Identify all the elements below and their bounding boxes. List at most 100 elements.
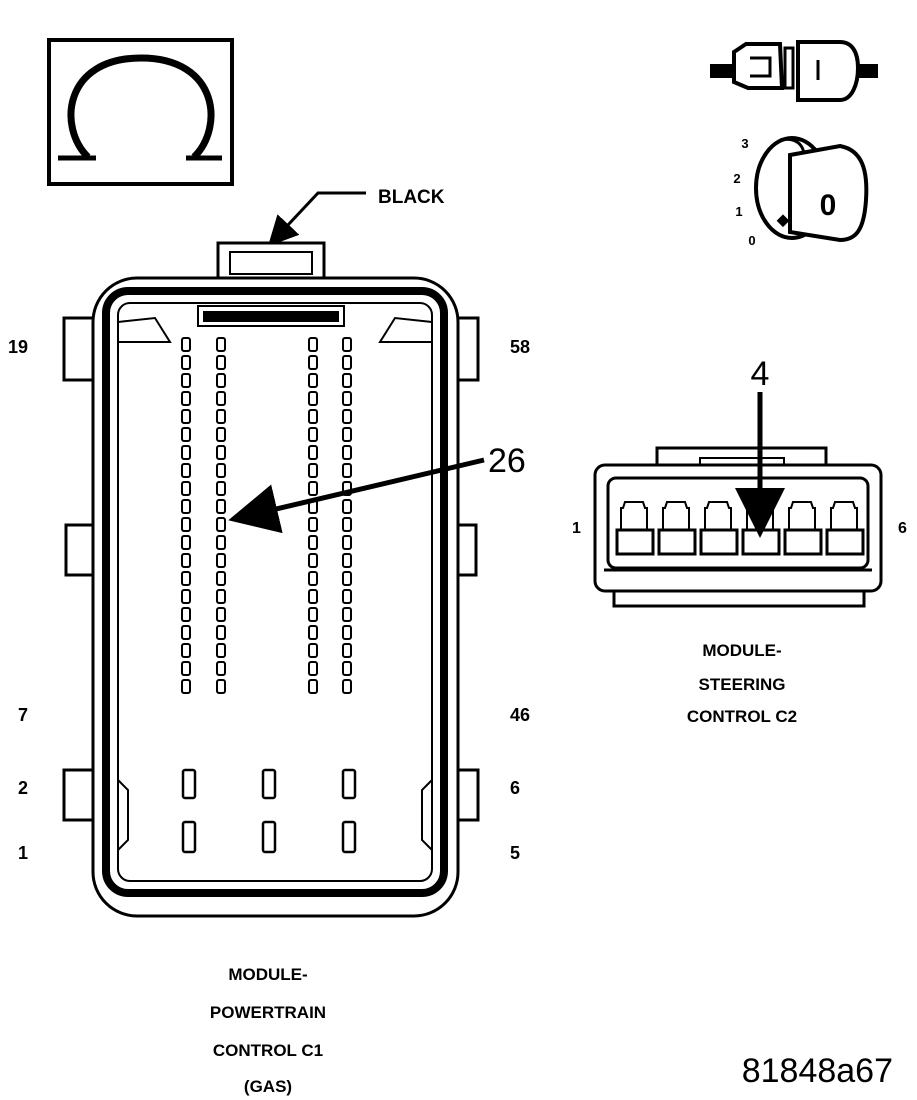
c1-signal-cavity: [181, 589, 191, 604]
c1-signal-cavity: [342, 391, 352, 406]
c1-signal-cavity: [342, 517, 352, 532]
c1-signal-cavity: [342, 445, 352, 460]
c1-signal-cavity: [181, 625, 191, 640]
c1-caption-line-4: (GAS): [244, 1077, 292, 1096]
c1-signal-cavity: [216, 535, 226, 550]
c1-signal-cavity: [181, 553, 191, 568]
c1-signal-cavity: [216, 373, 226, 388]
c1-signal-cavity: [181, 481, 191, 496]
c1-signal-cavity: [181, 571, 191, 586]
c1-signal-cavity: [342, 589, 352, 604]
c1-signal-cavity: [181, 355, 191, 370]
c1-signal-cavity: [308, 391, 318, 406]
c2-terminal: [830, 501, 858, 531]
c1-power-cavity: [261, 768, 277, 800]
ignition-key-label: 0: [820, 189, 837, 222]
c1-signal-cavity: [342, 679, 352, 694]
c1-signal-cavity: [181, 427, 191, 442]
c1-signal-cavity: [216, 499, 226, 514]
c1-pin-label-46: 46: [510, 705, 530, 725]
c1-signal-cavity: [342, 427, 352, 442]
c2-pin-4-callout: 4: [735, 355, 785, 538]
c1-signal-cavity: [216, 607, 226, 622]
steering-connector-c2: 1 6: [572, 446, 907, 608]
ignition-position-2: 2: [733, 171, 740, 186]
c1-signal-cavity: [308, 463, 318, 478]
c1-signal-cavity: [308, 373, 318, 388]
ignition-position-3: 3: [741, 136, 748, 151]
c1-signal-cavity: [181, 463, 191, 478]
powertrain-connector-c1: [62, 241, 480, 918]
ignition-position-1: 1: [735, 204, 742, 219]
c1-signal-cavity: [308, 355, 318, 370]
c1-caption-line-2: POWERTRAIN: [210, 1003, 326, 1022]
c2-terminal-cavity: [699, 528, 739, 556]
c1-signal-cavity: [216, 463, 226, 478]
c1-signal-cavity: [216, 571, 226, 586]
c1-signal-cavity: [342, 661, 352, 676]
c1-signal-cavity: [216, 643, 226, 658]
c1-signal-cavity: [308, 337, 318, 352]
c1-signal-cavity: [342, 409, 352, 424]
c1-signal-cavity: [216, 517, 226, 532]
c2-caption-line-2: STEERING: [699, 675, 786, 694]
c1-signal-cavity: [308, 607, 318, 622]
c1-signal-cavity: [181, 373, 191, 388]
ohmmeter-icon: [47, 38, 234, 186]
c1-pin-label-2: 2: [18, 778, 28, 798]
c1-signal-cavity: [342, 463, 352, 478]
c1-pin-26-callout: 26: [228, 442, 526, 534]
c1-signal-cavity: [216, 409, 226, 424]
c1-signal-cavity: [181, 607, 191, 622]
c1-signal-cavity: [308, 409, 318, 424]
c1-pin-label-19: 19: [8, 337, 28, 357]
c1-power-cavity: [181, 768, 197, 800]
c1-signal-cavity: [308, 571, 318, 586]
c1-pin-label-5: 5: [510, 843, 520, 863]
c1-signal-cavity: [181, 535, 191, 550]
c1-signal-cavity: [342, 355, 352, 370]
c1-signal-cavity: [342, 337, 352, 352]
c1-signal-cavity: [308, 535, 318, 550]
c1-pin-label-1: 1: [18, 843, 28, 863]
c1-signal-cavity: [308, 589, 318, 604]
c2-terminal-cavity: [741, 528, 781, 556]
ignition-key-icon: 0 3 2 1 0: [733, 136, 869, 248]
c1-pin-label-6: 6: [510, 778, 520, 798]
connector-disconnect-icon: [710, 40, 878, 102]
c1-signal-cavity: [216, 427, 226, 442]
c1-signal-cavity: [342, 499, 352, 514]
c1-signal-cavity: [181, 643, 191, 658]
c1-pin-cavities: [181, 337, 357, 854]
c1-signal-cavity: [181, 679, 191, 694]
c1-pin-label-58: 58: [510, 337, 530, 357]
c1-signal-cavity: [181, 661, 191, 676]
c1-signal-cavity: [342, 643, 352, 658]
c2-terminal: [788, 501, 816, 531]
c1-power-cavity: [261, 820, 277, 854]
c1-power-cavity: [341, 820, 357, 854]
c1-signal-cavity: [181, 391, 191, 406]
c1-signal-cavity: [308, 445, 318, 460]
c1-signal-cavity: [216, 445, 226, 460]
c1-signal-cavity: [181, 337, 191, 352]
c1-signal-cavity: [216, 661, 226, 676]
c1-signal-cavity: [308, 427, 318, 442]
c1-signal-cavity: [308, 679, 318, 694]
c2-caption: MODULE- STEERING CONTROL C2: [687, 641, 797, 726]
c2-caption-line-3: CONTROL C2: [687, 707, 797, 726]
c1-signal-cavity: [216, 679, 226, 694]
c1-signal-cavity: [342, 571, 352, 586]
c1-signal-cavity: [342, 553, 352, 568]
c2-terminal-cavity: [615, 528, 655, 556]
c2-terminal-cavity: [783, 528, 823, 556]
c1-signal-cavity: [308, 481, 318, 496]
c1-signal-cavity: [308, 553, 318, 568]
c1-caption-line-1: MODULE-: [228, 965, 307, 984]
c1-signal-cavity: [216, 553, 226, 568]
c2-terminal-cavity: [657, 528, 697, 556]
c2-caption-line-1: MODULE-: [702, 641, 781, 660]
c2-pin-label-1: 1: [572, 520, 581, 537]
c1-signal-cavity: [181, 517, 191, 532]
